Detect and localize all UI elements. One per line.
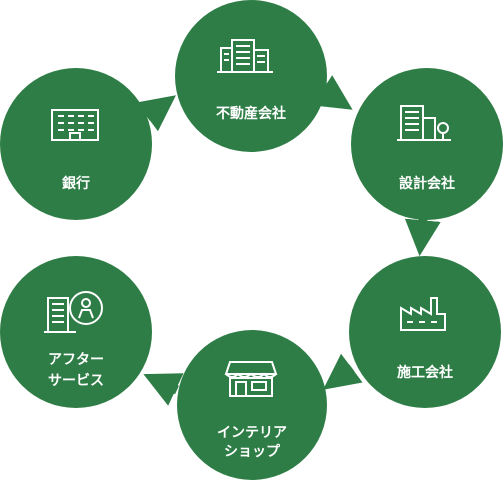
arrow-construction-to-interior <box>323 353 363 390</box>
arrow-design-to-construction <box>404 217 441 257</box>
node-design: 設計会社 <box>351 68 503 220</box>
node-construction-label: 施工会社 <box>397 364 453 381</box>
arrow-interior-to-aftercare <box>143 373 184 406</box>
storefront-icon <box>224 361 278 397</box>
node-aftercare: アフター サービス <box>0 256 152 408</box>
building-person-icon <box>44 291 103 333</box>
node-interior-label-line1: インテリア <box>217 425 287 441</box>
node-design-label: 設計会社 <box>399 175 455 192</box>
node-construction: 施工会社 <box>349 256 501 408</box>
node-realestate-label: 不動産会社 <box>216 105 286 122</box>
office-buildings-icon <box>217 39 273 73</box>
node-realestate: 不動産会社 <box>175 0 327 152</box>
node-bank-label: 銀行 <box>62 175 90 192</box>
node-aftercare-label-line1: アフター <box>48 352 104 368</box>
node-bank: 銀行 <box>0 68 152 220</box>
node-interior-label-line2: ショップ <box>224 444 281 460</box>
node-interior: インテリア ショップ <box>177 330 327 480</box>
bank-building-icon <box>51 109 99 141</box>
node-aftercare-label-line2: サービス <box>48 373 104 389</box>
tall-building-icon <box>397 105 451 141</box>
arrow-bank-to-realestate <box>136 95 176 132</box>
factory-icon <box>400 297 446 331</box>
